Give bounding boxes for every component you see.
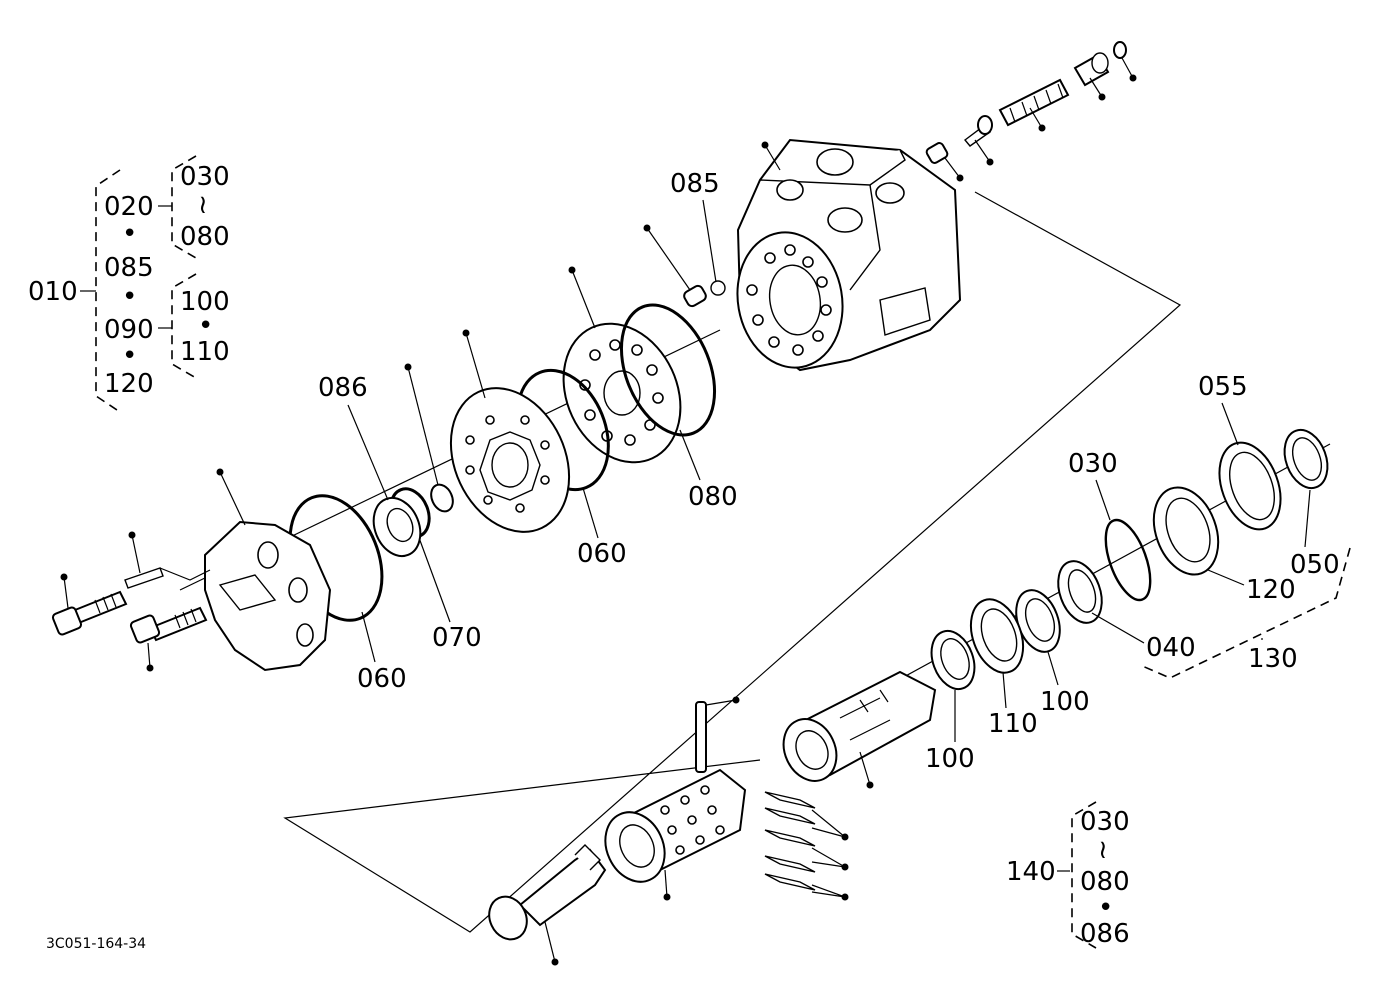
check-valve-085: 085 <box>643 169 726 308</box>
relief-valve-parts <box>925 41 1137 182</box>
dot-c: • <box>198 311 213 341</box>
label-050: 050 <box>1290 550 1340 580</box>
assembly-tree-140: 140 030 ≀ 080 • 086 <box>1006 801 1130 949</box>
assembly-tree-010: 010 020 030 ≀ 080 • 085 • 090 100 • 110 … <box>28 155 230 413</box>
label-100-b: 100 <box>1040 687 1090 717</box>
label-100-a: 100 <box>925 744 975 774</box>
label-020: 020 <box>104 192 154 222</box>
label-080-bottom: 080 <box>1080 867 1130 897</box>
gerotor-set <box>449 329 571 533</box>
label-085: 085 <box>670 169 720 199</box>
end-cap <box>204 468 332 672</box>
distributor-plate <box>562 266 682 464</box>
label-040: 040 <box>1146 633 1196 663</box>
label-060-mid: 060 <box>577 539 627 569</box>
cross-pin <box>695 696 740 773</box>
dot-e: • <box>1098 893 1113 923</box>
drawing-code: 3C051-164-34 <box>46 936 146 952</box>
label-080-top: 080 <box>180 222 230 252</box>
label-110-left: 110 <box>180 337 230 367</box>
assembly-outline <box>283 191 1182 933</box>
label-086-bottom: 086 <box>1080 919 1130 949</box>
spool <box>604 768 747 901</box>
tilde-bottom: ≀ <box>1098 835 1108 865</box>
label-055: 055 <box>1198 372 1248 402</box>
bearing-110 <box>969 598 1025 674</box>
seal-086 <box>372 496 422 558</box>
label-090: 090 <box>104 315 154 345</box>
label-085-left: 085 <box>104 253 154 283</box>
label-110-right: 110 <box>988 709 1038 739</box>
label-100-left: 100 <box>180 287 230 317</box>
tilde-top: ≀ <box>198 190 208 220</box>
bolts <box>51 531 211 672</box>
centering-springs <box>764 791 849 901</box>
label-120-right: 120 <box>1246 575 1296 605</box>
spacer-washer <box>430 483 454 513</box>
o-ring-030 <box>1104 518 1152 602</box>
valve-housing <box>736 138 962 372</box>
label-130: 130 <box>1248 644 1298 674</box>
o-ring-080 <box>619 303 717 437</box>
label-140: 140 <box>1006 857 1056 887</box>
dot-b: • <box>122 282 137 312</box>
seal-040 <box>1057 560 1103 624</box>
seal-050 <box>1283 428 1329 490</box>
label-030-right: 030 <box>1068 449 1118 479</box>
label-030-bottom: 030 <box>1080 807 1130 837</box>
dot-a: • <box>122 219 137 249</box>
dot-d: • <box>122 341 137 371</box>
label-060-low: 060 <box>357 664 407 694</box>
label-120-left: 120 <box>104 369 154 399</box>
label-070: 070 <box>432 623 482 653</box>
label-080-right: 080 <box>688 482 738 512</box>
label-086: 086 <box>318 373 368 403</box>
sleeve <box>782 670 937 789</box>
washer-100-b <box>1015 589 1061 653</box>
label-030-top: 030 <box>180 162 230 192</box>
label-010: 010 <box>28 277 78 307</box>
seal-055 <box>1218 441 1282 531</box>
bushing-120 <box>1152 486 1220 576</box>
washer-100-a <box>930 629 976 691</box>
drive-shaft <box>488 844 607 966</box>
